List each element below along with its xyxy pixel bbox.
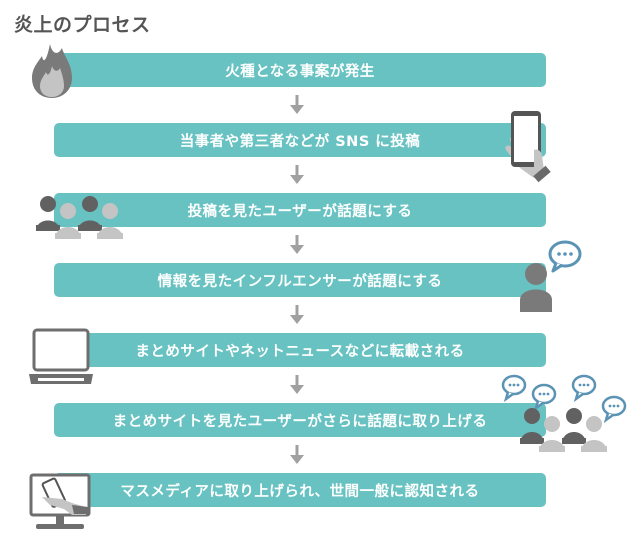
step-label: マスメディアに取り上げられ、世間一般に認知される: [120, 483, 480, 500]
step-label: 情報を見たインフルエンサーが話題にする: [157, 273, 443, 290]
user-group-speech-icon: [501, 374, 627, 452]
arrow-down-icon: [290, 305, 304, 324]
step-2-bar: 当事者や第三者などが SNS に投稿: [54, 123, 546, 157]
step-label: まとめサイトやネットニュースなどに転載される: [135, 343, 465, 360]
arrow-down-icon: [290, 235, 304, 254]
step-label: 火種となる事案が発生: [225, 63, 375, 80]
step-3-bar: 投稿を見たユーザーが話題にする: [54, 193, 546, 227]
arrow-down-icon: [290, 95, 304, 114]
influencer-speech-icon: [520, 240, 582, 312]
step-label: まとめサイトを見たユーザーがさらに話題に取り上げる: [112, 413, 488, 430]
monitor-tv-icon: [29, 473, 91, 529]
arrow-down-icon: [290, 165, 304, 184]
arrow-down-icon: [290, 375, 304, 394]
flame-icon: [32, 44, 72, 98]
smartphone-hand-icon: [505, 111, 551, 183]
step-label: 当事者や第三者などが SNS に投稿: [179, 133, 421, 150]
step-5-bar: まとめサイトやネットニュースなどに転載される: [54, 333, 546, 367]
diagram-title: 炎上のプロセス: [14, 14, 151, 36]
arrow-down-icon: [290, 445, 304, 464]
step-4-bar: 情報を見たインフルエンサーが話題にする: [54, 263, 546, 297]
laptop-icon: [29, 328, 93, 384]
speech-bubble-icon: [548, 240, 582, 273]
user-group-icon: [36, 196, 123, 239]
step-7-bar: マスメディアに取り上げられ、世間一般に認知される: [54, 473, 546, 507]
step-6-bar: まとめサイトを見たユーザーがさらに話題に取り上げる: [54, 403, 546, 437]
step-label: 投稿を見たユーザーが話題にする: [187, 203, 413, 220]
step-1-bar: 火種となる事案が発生: [54, 53, 546, 87]
